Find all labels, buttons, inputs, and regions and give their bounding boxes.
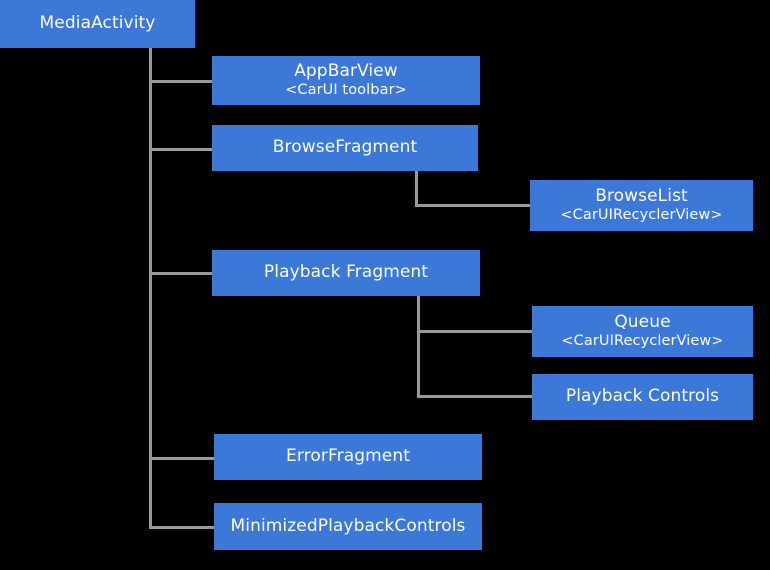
node-subtitle: <CarUI toolbar>	[285, 82, 407, 99]
node-browse-fragment[interactable]: BrowseFragment	[212, 125, 478, 171]
edge-branch-browse	[149, 148, 214, 151]
node-title: AppBarView	[294, 61, 398, 82]
edge-branch-playback-ctrls	[417, 395, 534, 398]
node-app-bar-view[interactable]: AppBarView<CarUI toolbar>	[212, 56, 480, 105]
edge-branch-error	[149, 457, 216, 460]
node-title: MinimizedPlaybackControls	[230, 515, 466, 536]
node-title: BrowseList	[595, 186, 688, 207]
edge-spine-browse	[415, 171, 418, 207]
node-title: ErrorFragment	[286, 446, 410, 467]
node-title: Playback Controls	[565, 386, 720, 407]
edge-spine-main	[149, 48, 152, 528]
node-media-activity[interactable]: MediaActivity	[0, 0, 195, 48]
node-playback-fragment[interactable]: Playback Fragment	[212, 250, 480, 296]
node-subtitle: <CarUIRecyclerView>	[561, 333, 724, 350]
edge-branch-browse-list	[415, 204, 532, 207]
node-title: Playback Fragment	[263, 262, 429, 283]
node-minimized-playback-controls[interactable]: MinimizedPlaybackControls	[214, 503, 482, 550]
node-queue[interactable]: Queue<CarUIRecyclerView>	[532, 306, 753, 357]
edge-branch-playback	[149, 272, 214, 275]
node-error-fragment[interactable]: ErrorFragment	[214, 434, 482, 480]
edge-branch-app-bar	[149, 80, 214, 83]
edge-spine-playback	[417, 296, 420, 398]
edge-branch-minimized	[149, 526, 216, 529]
edge-branch-queue	[417, 330, 534, 333]
node-title: MediaActivity	[39, 13, 156, 34]
node-subtitle: <CarUIRecyclerView>	[560, 207, 723, 224]
node-playback-controls[interactable]: Playback Controls	[532, 374, 753, 420]
node-title: Queue	[614, 312, 671, 333]
node-browse-list[interactable]: BrowseList<CarUIRecyclerView>	[530, 180, 753, 231]
node-title: BrowseFragment	[272, 137, 418, 158]
